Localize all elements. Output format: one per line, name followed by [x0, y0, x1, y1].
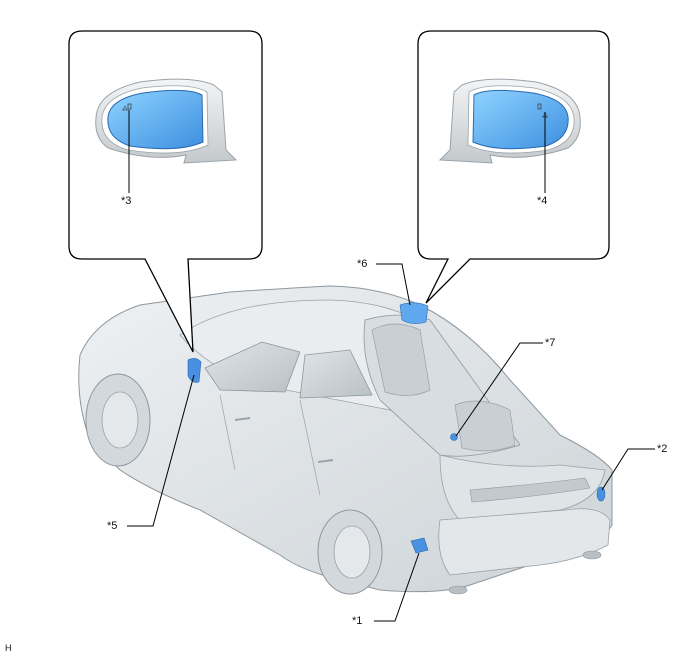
rear-bumper [438, 508, 611, 576]
left-mirror-illustration: ⁂ [95, 78, 238, 164]
door-line [299, 399, 321, 496]
callout-label-4: *4 [537, 195, 548, 207]
tail-light [469, 477, 591, 503]
vehicle-body [78, 285, 613, 595]
component-2-rear-light [596, 486, 606, 502]
interior-seat [371, 323, 431, 396]
door-line [219, 394, 236, 471]
door-handle [234, 417, 251, 421]
door-handle [317, 459, 334, 463]
component-6-right-mirror [399, 302, 429, 324]
component-7-switch [450, 433, 458, 441]
callout-box-left-mirror: ⁂ [68, 30, 263, 353]
leader-line-2 [601, 448, 655, 491]
callout-label-7: *7 [545, 337, 556, 349]
callout-label-6: *6 [357, 258, 368, 270]
exhaust-left [448, 585, 468, 595]
component-1-rear-sensor [410, 537, 429, 554]
interior-seat-rear [454, 400, 516, 452]
leader-line-7 [455, 342, 543, 437]
leader-line-6 [376, 263, 411, 306]
callout-label-1: *1 [352, 615, 363, 627]
leader-line-1 [374, 552, 420, 622]
figure-code: H [5, 643, 12, 653]
exhaust-right [582, 550, 602, 560]
callout-label-5: *5 [107, 520, 118, 532]
component-5-left-mirror [187, 358, 202, 383]
highlighted-components [187, 302, 606, 554]
svg-text:⁂: ⁂ [122, 106, 128, 113]
wheel-front [85, 373, 151, 467]
leader-line-5 [127, 374, 195, 527]
wheel-rear [317, 509, 383, 595]
right-mirror-illustration: ⁂ [438, 78, 581, 164]
callout-box-right-mirror: ⁂ [417, 30, 610, 304]
leader-lines [127, 263, 655, 622]
callout-label-3: *3 [121, 195, 132, 207]
callout-label-2: *2 [657, 443, 668, 455]
side-window-front [204, 341, 301, 393]
side-window-rear [299, 349, 373, 399]
